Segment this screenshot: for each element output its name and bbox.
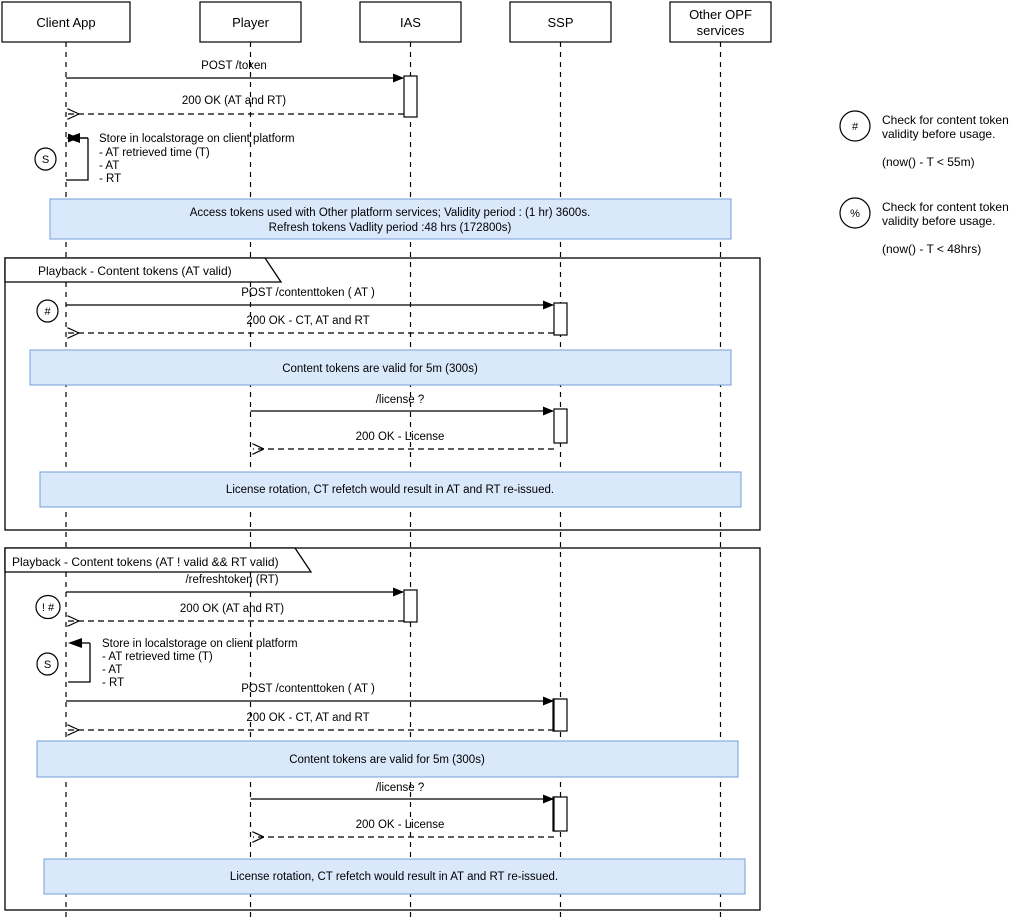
fragment-1-box: [4, 257, 761, 531]
note-license-rotation-2: License rotation, CT refetch would resul…: [43, 858, 746, 895]
legend-hash-symbol: #: [852, 121, 859, 133]
activation-bar-ssp-license-2: [552, 796, 568, 832]
legend-hash-line1: Check for content token: [882, 113, 1009, 127]
legend-percent-symbol: %: [850, 208, 860, 220]
fragment-2-label: Playback - Content tokens (AT ! valid &&…: [12, 555, 279, 569]
message-label-200-ok-at-rt-2: 200 OK (AT and RT): [180, 603, 284, 615]
activation-bar-ssp-contenttoken-1: [553, 302, 568, 336]
participant-label-player: Player: [232, 15, 270, 30]
note-ct-valid-2: Content tokens are valid for 5m (300s): [36, 740, 739, 778]
message-label-post-contenttoken-2: POST /contenttoken ( AT ): [241, 683, 375, 695]
participant-label-other-opf-line2: services: [697, 23, 745, 38]
self-message-line-2-3: - RT: [102, 677, 124, 689]
note-license-rotation-1: License rotation, CT refetch would resul…: [39, 471, 742, 508]
self-message-line-2-2: - AT: [102, 664, 122, 676]
marker-not-hash-text: ! #: [42, 602, 55, 614]
legend-percent-line2: validity before usage.: [882, 214, 995, 228]
note-license-rotation-2-line1: License rotation, CT refetch would resul…: [230, 871, 558, 883]
self-message-title-1: Store in localstorage on client platform: [99, 133, 295, 145]
participant-label-client-app: Client App: [36, 15, 95, 30]
note-license-rotation-1-line1: License rotation, CT refetch would resul…: [226, 484, 554, 496]
message-label-refreshtoken: /refreshtoken (RT): [185, 574, 278, 586]
participant-header-client-app[interactable]: Client App: [1, 1, 131, 43]
legend-hash-line2: validity before usage.: [882, 127, 995, 141]
message-label-200-ok-license-2: 200 OK - License: [356, 819, 445, 831]
marker-s-1-text: S: [42, 154, 49, 166]
message-label-license-2: /license ?: [376, 782, 425, 794]
activation-bar-ssp-license-1: [553, 408, 568, 444]
self-message-line-1-3: - RT: [99, 173, 121, 185]
legend-entry-percent: % Check for content token validity befor…: [839, 197, 1009, 256]
self-message-line-1-2: - AT: [99, 160, 119, 172]
message-label-post-contenttoken-1: POST /contenttoken ( AT ): [241, 287, 375, 299]
note-access-tokens-line1: Access tokens used with Other platform s…: [190, 207, 591, 219]
legend-percent-formula: (now() - T < 48hrs): [882, 242, 981, 256]
self-message-line-2-1: - AT retrieved time (T): [102, 651, 213, 663]
participant-label-ssp: SSP: [547, 15, 573, 30]
fragment-2-box: [4, 547, 761, 911]
fragment-1-tab: [4, 257, 283, 283]
self-message-store-localstorage-2: Store in localstorage on client platform…: [68, 638, 298, 689]
marker-s-2: S: [36, 652, 59, 676]
marker-s-1: S: [34, 147, 57, 171]
participant-label-other-opf-line1: Other OPF: [689, 7, 752, 22]
activation-bar-ias-token: [403, 75, 418, 118]
self-message-line-1-1: - AT retrieved time (T): [99, 147, 210, 159]
note-access-tokens-line2: Refresh tokens Vadlity period :48 hrs (1…: [269, 222, 512, 234]
message-label-license-1: /license ?: [376, 394, 425, 406]
participant-header-other-opf-services[interactable]: Other OPF services: [669, 1, 772, 43]
message-label-200-ok-ct-at-rt-2: 200 OK - CT, AT and RT: [246, 712, 369, 724]
participant-header-ias[interactable]: IAS: [359, 1, 462, 43]
activation-bar-ssp-contenttoken-2: [552, 698, 568, 732]
marker-s-2-text: S: [44, 659, 51, 671]
fragment-1-label: Playback - Content tokens (AT valid): [38, 264, 232, 278]
message-label-200-ok-license-1: 200 OK - License: [356, 431, 445, 443]
note-ct-valid-1-line1: Content tokens are valid for 5m (300s): [282, 363, 478, 375]
participant-label-ias: IAS: [400, 15, 421, 30]
legend-percent-line1: Check for content token: [882, 200, 1009, 214]
note-ct-valid-2-line1: Content tokens are valid for 5m (300s): [289, 754, 485, 766]
message-label-200-ok-at-rt-1: 200 OK (AT and RT): [182, 95, 286, 107]
activation-bar-ias-refreshtoken: [403, 589, 418, 623]
marker-not-hash: ! #: [35, 594, 61, 620]
note-access-tokens: Access tokens used with Other platform s…: [49, 198, 732, 240]
participant-header-ssp[interactable]: SSP: [509, 1, 612, 43]
self-message-store-localstorage-1: Store in localstorage on client platform…: [66, 133, 295, 185]
message-label-200-ok-ct-at-rt-1: 200 OK - CT, AT and RT: [246, 315, 369, 327]
note-ct-valid-1: Content tokens are valid for 5m (300s): [29, 349, 732, 386]
legend-entry-hash: # Check for content token validity befor…: [839, 110, 1009, 169]
marker-hash-1-text: #: [44, 306, 51, 318]
marker-hash-1: #: [36, 299, 59, 323]
legend-hash-formula: (now() - T < 55m): [882, 155, 975, 169]
fragment-2-tab: [4, 547, 313, 573]
self-message-title-2: Store in localstorage on client platform: [102, 638, 298, 650]
participant-header-player[interactable]: Player: [199, 1, 302, 43]
message-label-post-token: POST /token: [201, 60, 267, 72]
